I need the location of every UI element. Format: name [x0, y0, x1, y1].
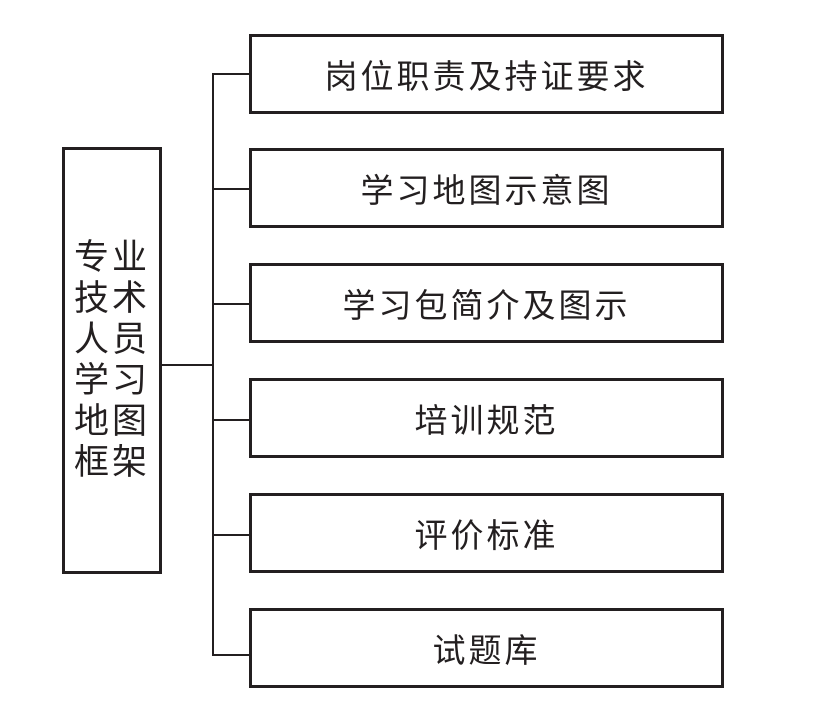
root-node-label: 专业技术人员学习地图框架 — [74, 237, 151, 483]
child-node-label: 试题库 — [432, 631, 541, 670]
root-node-label-wrapper: 专业技术人员学习地图框架 — [65, 150, 159, 571]
branch-line-4 — [212, 419, 249, 421]
branch-line-6 — [212, 654, 249, 656]
child-node-learning-package: 学习包简介及图示 — [249, 263, 724, 343]
root-node: 专业技术人员学习地图框架 — [62, 147, 162, 574]
child-node-evaluation-criteria: 评价标准 — [249, 493, 724, 573]
child-node-label: 学习地图示意图 — [360, 171, 613, 210]
child-node-training-standards: 培训规范 — [249, 378, 724, 458]
child-node-label: 岗位职责及持证要求 — [324, 57, 649, 96]
child-node-label: 评价标准 — [414, 516, 559, 555]
child-node-question-bank: 试题库 — [249, 608, 724, 688]
branch-line-1 — [212, 73, 249, 75]
vertical-trunk-line — [212, 73, 214, 656]
child-node-label: 学习包简介及图示 — [342, 286, 631, 325]
branch-line-3 — [212, 303, 249, 305]
branch-line-5 — [212, 534, 249, 536]
child-node-learning-map-diagram: 学习地图示意图 — [249, 148, 724, 228]
child-node-job-duties: 岗位职责及持证要求 — [249, 34, 724, 114]
root-connector-line — [162, 364, 214, 366]
branch-line-2 — [212, 188, 249, 190]
child-node-label: 培训规范 — [414, 401, 559, 440]
